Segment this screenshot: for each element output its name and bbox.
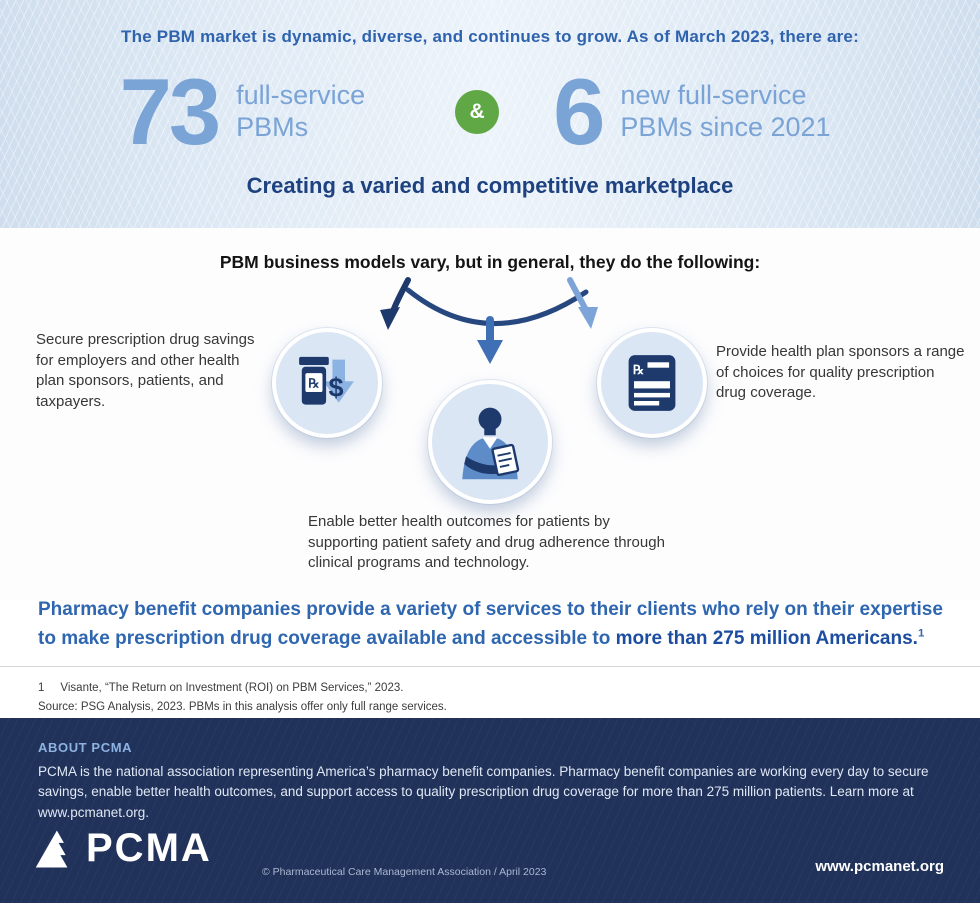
footnote-number: 1 [38, 682, 45, 694]
stat-label-full-service: full-service PBMs [236, 80, 366, 142]
stat-number-73: 73 [119, 59, 222, 164]
svg-text:$: $ [328, 373, 343, 403]
ampersand-text: & [469, 100, 485, 123]
statement-bold: more than 275 million Americans. [615, 627, 918, 649]
footnotes: 1 Visante, “The Return on Investment (ROI… [38, 679, 938, 717]
rx-pad-circle: ℞ [597, 328, 707, 438]
divider-rule [0, 666, 980, 667]
statement-footnote-marker: 1 [917, 627, 925, 640]
rx-savings-circle: ℞ $ [272, 328, 382, 438]
footer-section: ABOUT PCMA PCMA is the national associat… [0, 718, 980, 903]
business-models-section: PBM business models vary, but in general… [0, 228, 980, 600]
flow-arrows [380, 277, 598, 364]
stat-number-6: 6 [553, 59, 605, 164]
stat-full-service: 73 full-service PBMs [120, 65, 402, 159]
statement: Pharmacy benefit companies provide a var… [38, 596, 944, 653]
ampersand-badge: & [455, 90, 500, 134]
svg-text:℞: ℞ [633, 363, 645, 377]
left-model-text: Secure prescription drug savings for emp… [36, 331, 255, 411]
pharmacist-icon [462, 407, 520, 480]
hero-tagline: Creating a varied and competitive market… [246, 173, 734, 198]
center-model-text: Enable better health outcomes for patien… [308, 513, 665, 572]
hero-section: The PBM market is dynamic, diverse, and … [0, 0, 980, 228]
right-model-text: Provide health plan sponsors a range of … [716, 343, 965, 402]
footer-website: www.pcmanet.org [815, 858, 944, 875]
footnote-source: Source: PSG Analysis, 2023. PBMs in this… [38, 700, 447, 713]
models-heading: PBM business models vary, but in general… [219, 252, 761, 272]
svg-text:℞: ℞ [308, 377, 320, 391]
pcma-logo-mark [35, 830, 68, 867]
pharmacist-circle [428, 380, 552, 504]
pcma-logo-text: PCMA [86, 826, 212, 870]
about-body: PCMA is the national association represe… [38, 764, 929, 820]
footnote-text: Visante, “The Return on Investment (ROI)… [60, 682, 404, 694]
footnote-reference: 1 Visante, “The Return on Investment (ROI… [38, 679, 938, 698]
rx-pad-icon: ℞ [628, 355, 676, 411]
stat-new-pbms: 6 new full-service PBMs since 2021 [553, 65, 860, 159]
hero-intro: The PBM market is dynamic, diverse, and … [121, 27, 859, 46]
stat-label-new-pbms: new full-service PBMs since 2021 [620, 80, 831, 142]
about-heading: ABOUT PCMA [38, 740, 133, 755]
copyright-text: © Pharmaceutical Care Management Associa… [262, 866, 547, 878]
pcma-logo: PCMA [34, 826, 212, 871]
stats-row: 73 full-service PBMs & 6 new full-servic… [0, 53, 980, 171]
rx-bottle-savings-icon: ℞ $ [299, 356, 354, 405]
statement-lead: Pharmacy benefit companies provide a var… [38, 599, 943, 649]
